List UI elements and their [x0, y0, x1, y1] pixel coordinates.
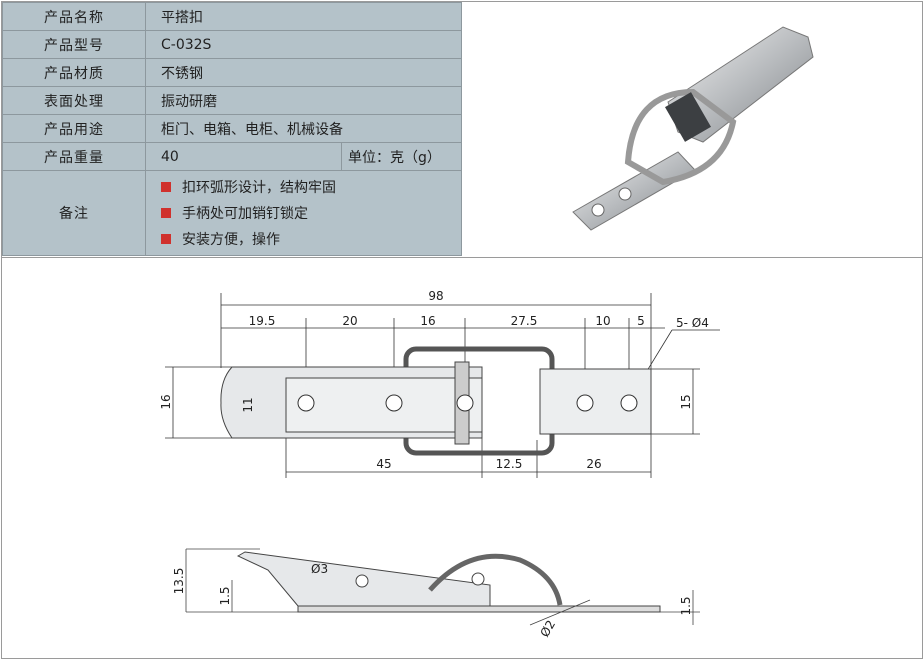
dim-label: 19.5 — [249, 314, 276, 328]
label-weight: 产品重量 — [2, 142, 146, 171]
dim-label: 10 — [595, 314, 610, 328]
dim-label: 11 — [241, 397, 255, 412]
table-row: 产品材质不锈钢 — [2, 58, 462, 87]
dim-label: 16 — [420, 314, 435, 328]
label-model: 产品型号 — [2, 30, 146, 59]
dim-label: Ø3 — [311, 562, 328, 576]
table-row: 备注 扣环弧形设计，结构牢固 手柄处可加销钉锁定 安装方便，操作 — [2, 170, 462, 256]
hole-icon — [297, 394, 315, 412]
value-surface: 振动研磨 — [145, 86, 462, 115]
note-item: 扣环弧形设计，结构牢固 — [146, 174, 461, 200]
dim-overall-length: 98 — [428, 289, 443, 303]
section-divider — [1, 257, 922, 258]
table-row: 表面处理振动研磨 — [2, 86, 462, 115]
dim-label: 1.5 — [218, 586, 232, 605]
bullet-icon — [161, 182, 171, 192]
bullet-icon — [161, 208, 171, 218]
dim-label: 20 — [342, 314, 357, 328]
note-item: 手柄处可加销钉锁定 — [146, 200, 461, 226]
value-material: 不锈钢 — [145, 58, 462, 87]
dim-label: 12.5 — [496, 457, 523, 471]
dim-hole-spec: 5- Ø4 — [676, 316, 709, 330]
mounting-holes — [297, 394, 638, 412]
hole-icon — [576, 394, 594, 412]
bullet-icon — [161, 234, 171, 244]
note-text: 扣环弧形设计，结构牢固 — [182, 180, 336, 196]
note-item: 安装方便，操作 — [146, 226, 461, 252]
weight-unit: 单位：克（g） — [341, 142, 462, 171]
hole-icon — [620, 394, 638, 412]
note-text: 安装方便，操作 — [182, 232, 280, 248]
side-view-latch — [185, 548, 700, 626]
product-photo — [463, 2, 920, 257]
dimension-labels: 98 19.5 20 16 27.5 10 5 5- Ø4 16 11 15 4… — [159, 289, 709, 640]
notes-cell: 扣环弧形设计，结构牢固 手柄处可加销钉锁定 安装方便，操作 — [145, 170, 462, 256]
dim-label: 27.5 — [511, 314, 538, 328]
hole-icon — [456, 394, 474, 412]
dim-label: 1.5 — [679, 596, 693, 615]
label-notes: 备注 — [2, 170, 146, 256]
dim-label: 16 — [159, 394, 173, 409]
dim-label: 15 — [679, 394, 693, 409]
value-usage: 柜门、电箱、电柜、机械设备 — [145, 114, 462, 143]
table-row: 产品用途柜门、电箱、电柜、机械设备 — [2, 114, 462, 143]
latch-photo-image — [572, 26, 814, 231]
note-text: 手柄处可加销钉锁定 — [182, 206, 308, 222]
dim-label: 5 — [637, 314, 645, 328]
dim-label: 26 — [586, 457, 601, 471]
dim-label: 45 — [376, 457, 391, 471]
hole-icon — [385, 394, 403, 412]
label-usage: 产品用途 — [2, 114, 146, 143]
dim-label: 13.5 — [172, 568, 186, 595]
